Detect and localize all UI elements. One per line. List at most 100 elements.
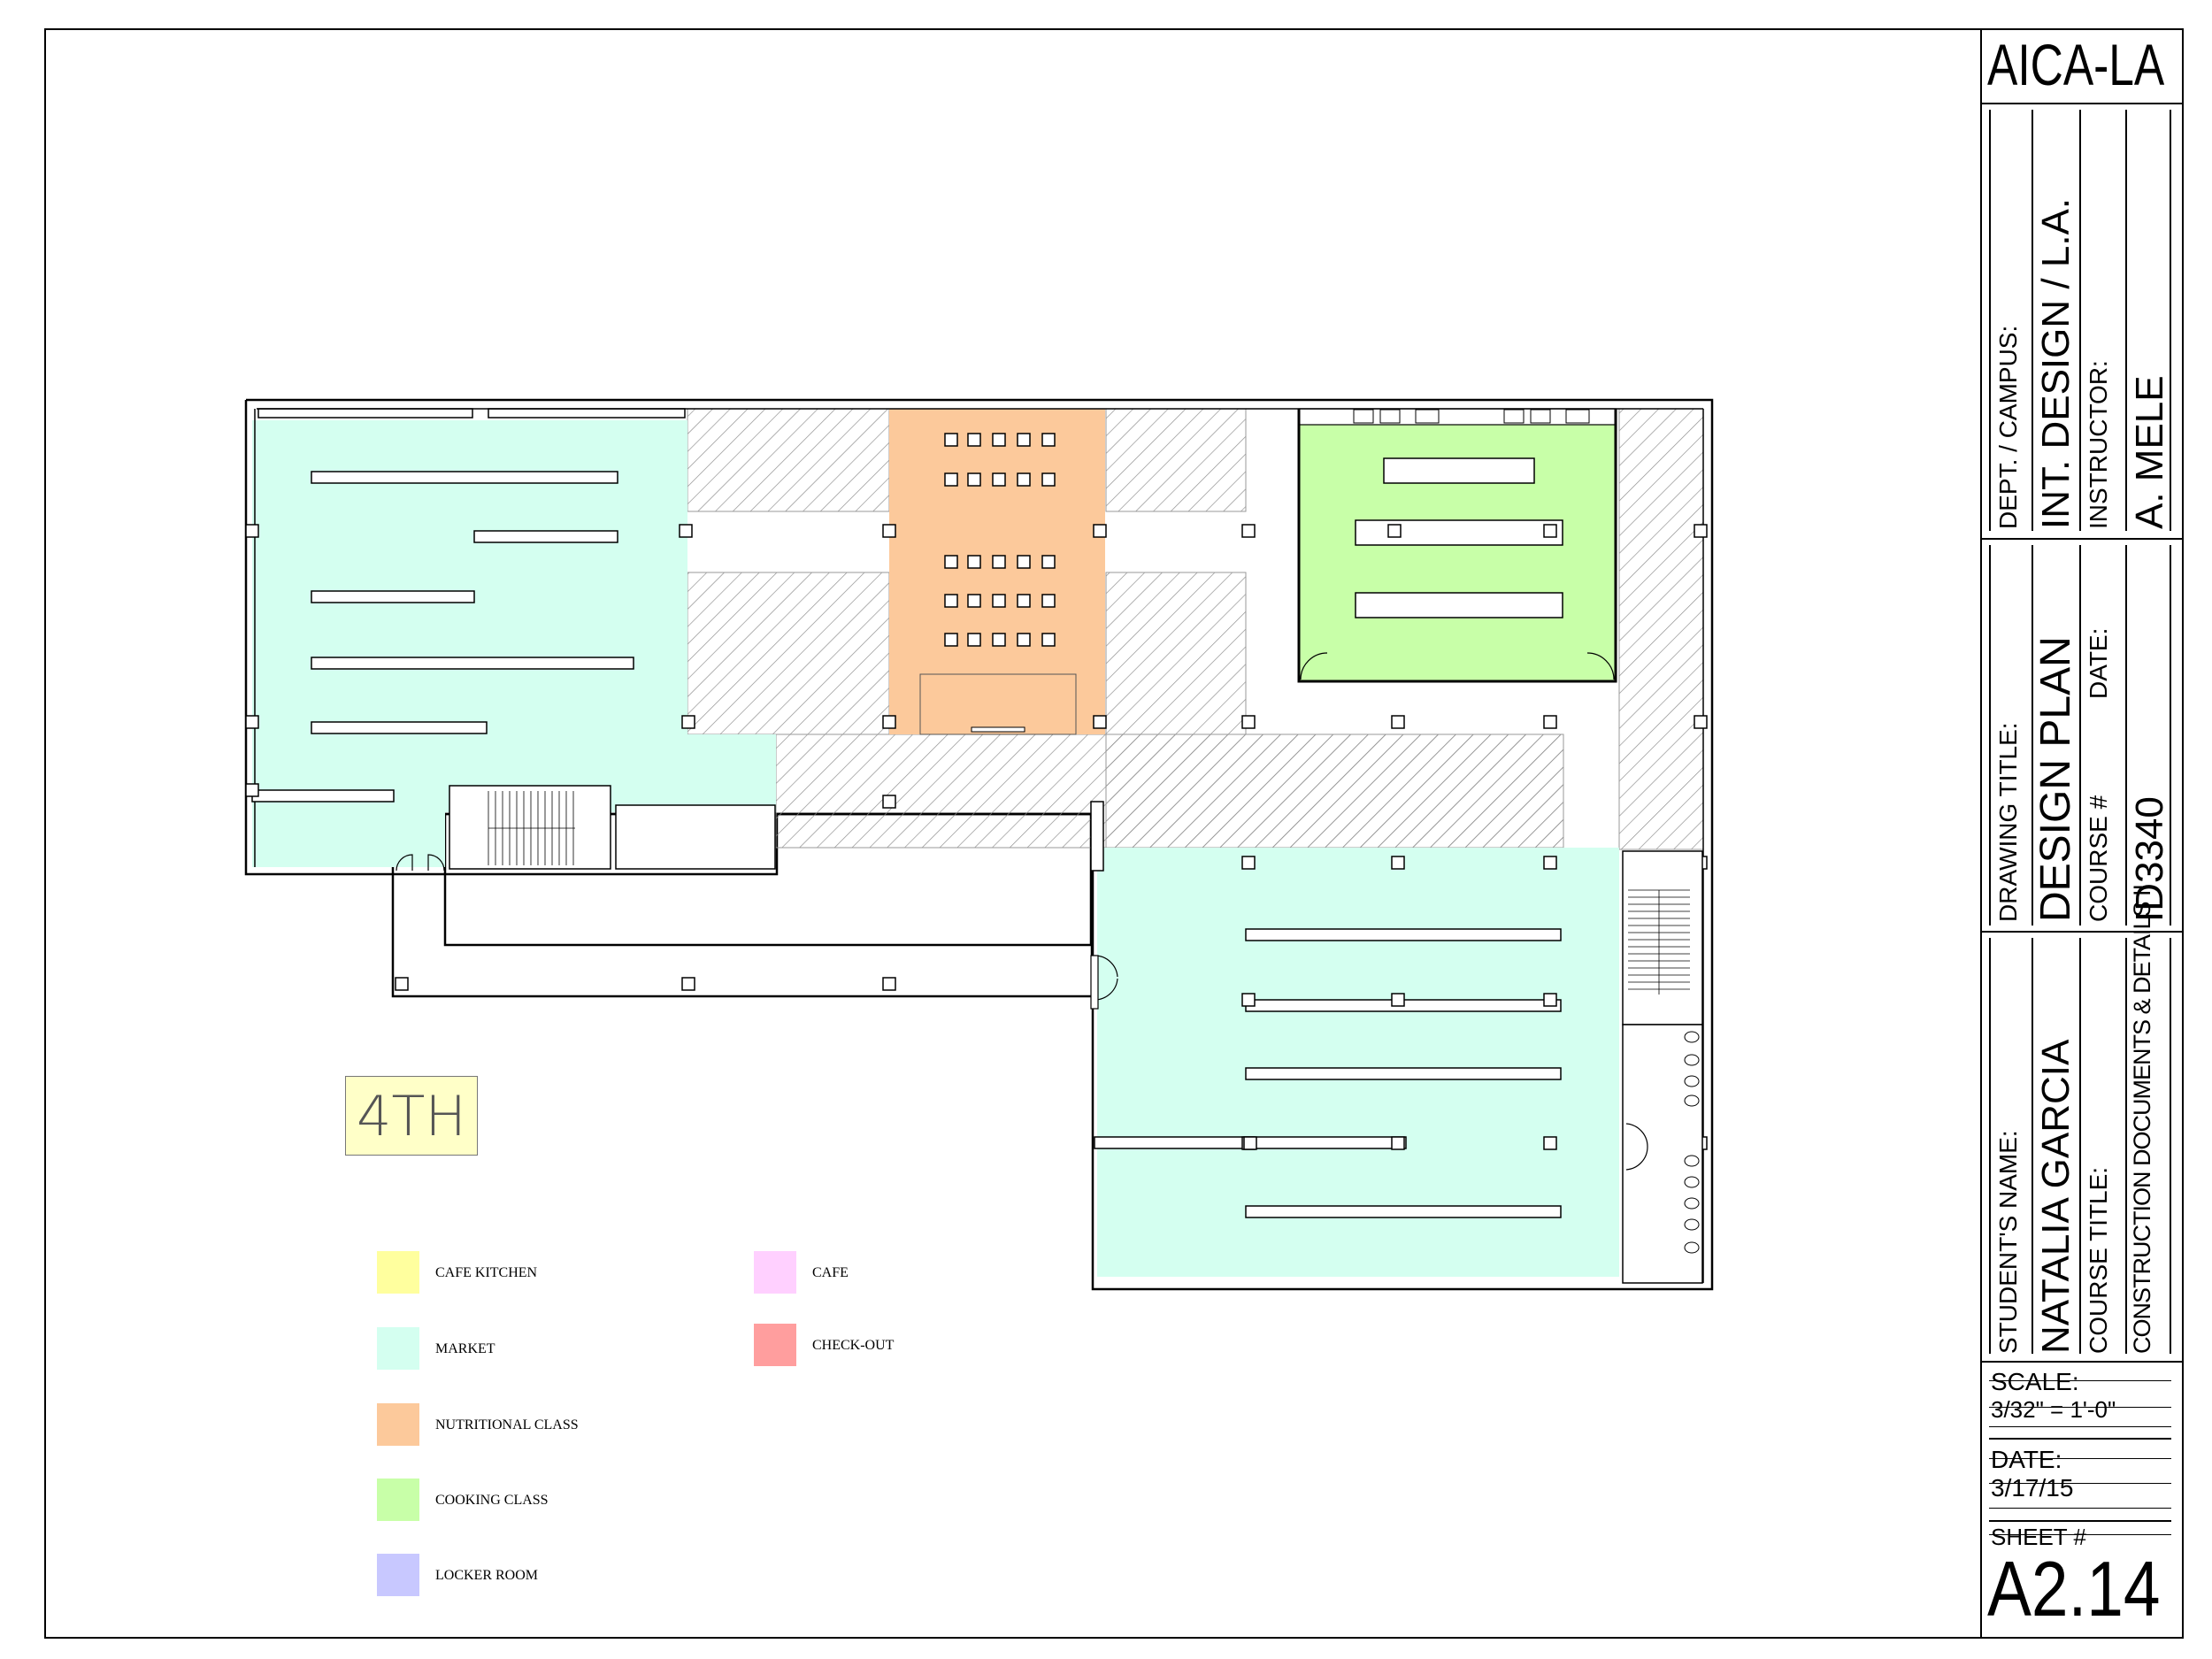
desk [1041, 633, 1056, 647]
legend-label: MARKET [435, 1341, 495, 1356]
desk [944, 633, 958, 647]
market-zone-left [252, 420, 776, 867]
legend-label: CAFE KITCHEN [435, 1265, 538, 1280]
dept-label: DEPT. / CAMPUS: [1994, 325, 2022, 529]
date-value: 3/17/15 [1991, 1474, 2074, 1502]
desk [967, 433, 981, 447]
legend-swatch [377, 1479, 419, 1521]
instructor-value: A. MELE [2128, 375, 2171, 529]
desk [1017, 594, 1031, 608]
column [1694, 524, 1708, 538]
desk [1017, 472, 1031, 487]
column [681, 715, 695, 729]
cooking-class-walls [1297, 409, 1617, 683]
desk [944, 594, 958, 608]
desk [944, 433, 958, 447]
floor-level-tag: 4TH [345, 1076, 478, 1156]
toilet-fixture [1684, 1155, 1700, 1167]
desk [1041, 433, 1056, 447]
date-vertical-label: DATE: [2085, 627, 2112, 699]
column [1391, 715, 1405, 729]
column [1543, 856, 1557, 870]
scale-label: SCALE: [1991, 1368, 2079, 1395]
student-name-label: STUDENT'S NAME: [1994, 1130, 2022, 1354]
instructor-label: INSTRUCTOR: [2085, 360, 2112, 529]
column [882, 795, 896, 809]
legend-swatch [377, 1251, 419, 1294]
column [679, 524, 693, 538]
desk [1017, 633, 1031, 647]
column [1093, 524, 1107, 538]
scale-value: 3/32" = 1'-0" [1991, 1396, 2116, 1423]
legend-swatch [377, 1327, 419, 1370]
toilet-fixture [1684, 1075, 1700, 1087]
desk [967, 472, 981, 487]
desk [992, 594, 1006, 608]
date-label: DATE: [1991, 1446, 2062, 1473]
column [882, 715, 896, 729]
desk [1041, 472, 1056, 487]
toilet-fixture [1684, 1241, 1700, 1254]
column [245, 715, 259, 729]
desk [1017, 433, 1031, 447]
desk [967, 633, 981, 647]
desk [992, 472, 1006, 487]
toilet-fixture [1684, 1031, 1700, 1043]
course-title-value: CONSTRUCTION DOCUMENTS & DETAILS II [2129, 884, 2155, 1354]
structural-columns [245, 524, 1708, 1150]
column [1543, 715, 1557, 729]
column [1241, 856, 1256, 870]
column [1243, 1136, 1257, 1150]
toilet-fixture [1684, 1218, 1700, 1231]
column [245, 524, 259, 538]
cooking-tables [1355, 457, 1563, 618]
legend-swatch [754, 1324, 796, 1366]
course-number-label: COURSE # [2085, 795, 2112, 922]
legend-label: LOCKER ROOM [435, 1568, 539, 1583]
desk [992, 633, 1006, 647]
cooking-appliances [1353, 409, 1590, 424]
column [882, 524, 896, 538]
sheet-border [44, 28, 2184, 1639]
desk [992, 555, 1006, 569]
column [1093, 715, 1107, 729]
drawing-title-value: DESIGN PLAN [2032, 636, 2079, 922]
desk [944, 555, 958, 569]
desk [1041, 594, 1056, 608]
column [395, 977, 409, 991]
legend-label: CAFE [812, 1265, 849, 1280]
restroom-fixtures [1684, 1031, 1700, 1254]
toilet-fixture [1684, 1176, 1700, 1188]
sheet-label: SHEET # [1991, 1524, 2086, 1550]
legend-label: CHECK-OUT [812, 1338, 895, 1353]
student-name-value: NATALIA GARCIA [2034, 1039, 2078, 1354]
desk [967, 555, 981, 569]
circulation-hatch [687, 408, 1704, 850]
legend-label: COOKING CLASS [435, 1493, 549, 1508]
column [1241, 993, 1256, 1007]
column [1391, 856, 1405, 870]
legend-label: NUTRITIONAL CLASS [435, 1417, 579, 1432]
legend-swatch [754, 1251, 796, 1294]
school-name: AICA-LA [1987, 32, 2165, 97]
column [1543, 1136, 1557, 1150]
nutritional-class-zone [889, 409, 1105, 734]
nutritional-desks [944, 433, 1056, 647]
column [1543, 524, 1557, 538]
desk [992, 433, 1006, 447]
desk [944, 472, 958, 487]
toilet-fixture [1684, 1094, 1700, 1107]
desk [1017, 555, 1031, 569]
desk [1041, 555, 1056, 569]
market-zone-right [1097, 848, 1619, 1277]
column [1391, 1136, 1405, 1150]
column [882, 977, 896, 991]
drawing-title-label: DRAWING TITLE: [1994, 722, 2022, 922]
market-shelves-right [1094, 928, 1562, 1218]
column [681, 977, 695, 991]
legend-swatch [377, 1554, 419, 1596]
column [1387, 524, 1402, 538]
market-shelves-left [251, 471, 634, 803]
course-title-label: COURSE TITLE: [2085, 1166, 2112, 1354]
column [245, 783, 259, 797]
